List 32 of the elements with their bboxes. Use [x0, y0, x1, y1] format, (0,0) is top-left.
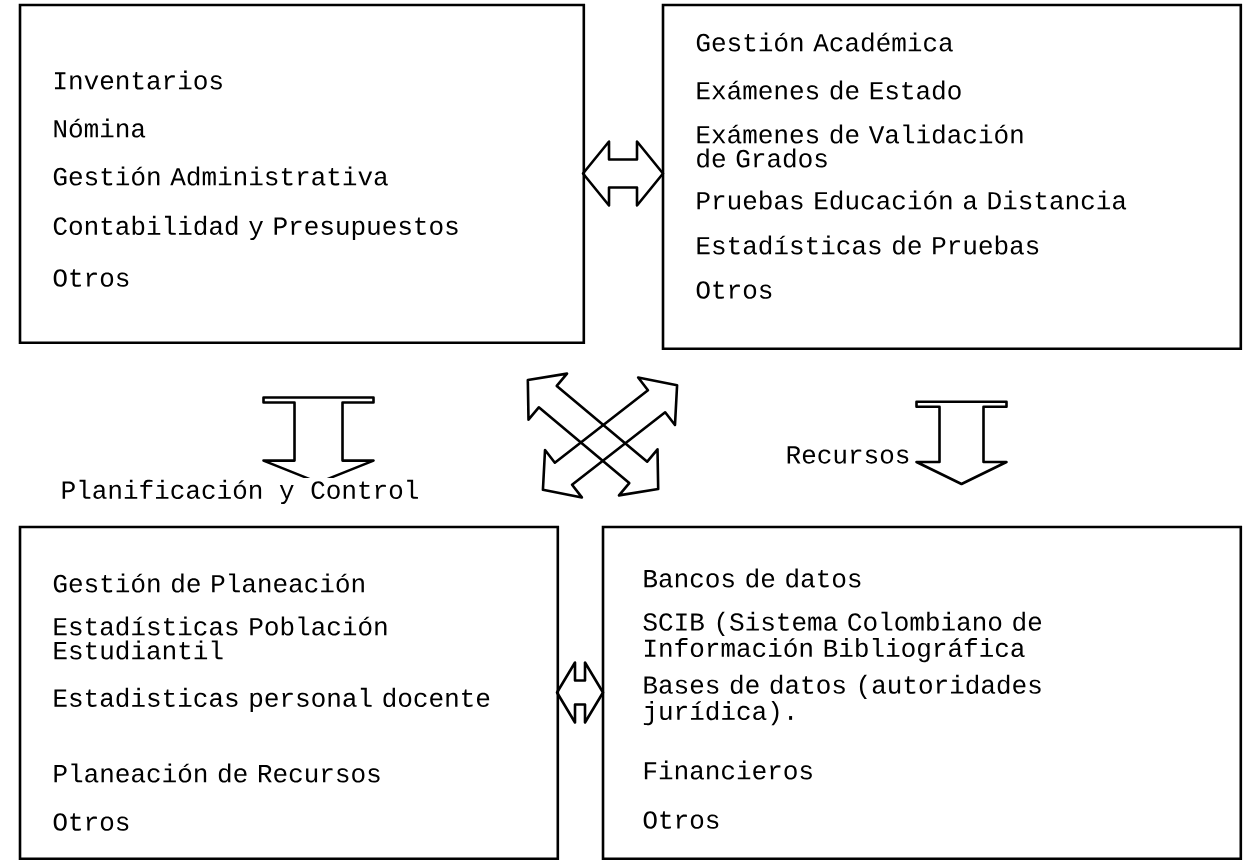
list-item: Nómina	[54, 118, 146, 138]
text-box	[661, 3, 1243, 351]
text-box	[18, 3, 586, 345]
list-item: Financieros	[644, 760, 812, 780]
list-item: Estadísticas de Pruebas	[697, 235, 1039, 255]
list-item: Gestión Académica	[696, 32, 953, 52]
list-item: SCIB (Sistema Colombiano de Información Bibliográfica	[643, 611, 1042, 663]
block-arrow	[555, 661, 605, 724]
block-arrow	[526, 372, 660, 497]
edge-label: Planificación y Control	[58, 477, 422, 507]
text-box	[601, 525, 1243, 861]
list-item: Inventarios	[55, 70, 222, 90]
list-item: Planeación de Recursos	[54, 763, 380, 783]
list-item: Otros	[643, 811, 719, 829]
list-item: Otros	[696, 281, 772, 299]
text-box	[18, 525, 560, 861]
list-item: Estadisticas personal docente	[54, 687, 490, 713]
list-item: Pruebas Educación a Distancia	[697, 190, 1127, 210]
edge-label: Recursos	[783, 444, 913, 466]
list-item: Exámenes de Validación de Grados	[697, 124, 1023, 168]
list-item: Bases de datos (autoridades jurídica).	[643, 674, 1041, 726]
block-arrow	[541, 376, 679, 499]
list-item: Gestión Administrativa	[53, 166, 388, 186]
list-item: Otros	[53, 813, 129, 831]
list-item: Exámenes de Estado	[697, 80, 961, 100]
block-arrow	[915, 400, 1008, 486]
block-arrow	[581, 140, 665, 207]
list-item: Contabilidad y Presupuestos	[53, 215, 458, 241]
list-item: Otros	[53, 269, 129, 287]
list-item: Gestión de Planeación	[53, 573, 364, 593]
list-item: Bancos de datos	[644, 568, 861, 588]
list-item: Estadísticas Población Estudiantil	[54, 616, 387, 660]
